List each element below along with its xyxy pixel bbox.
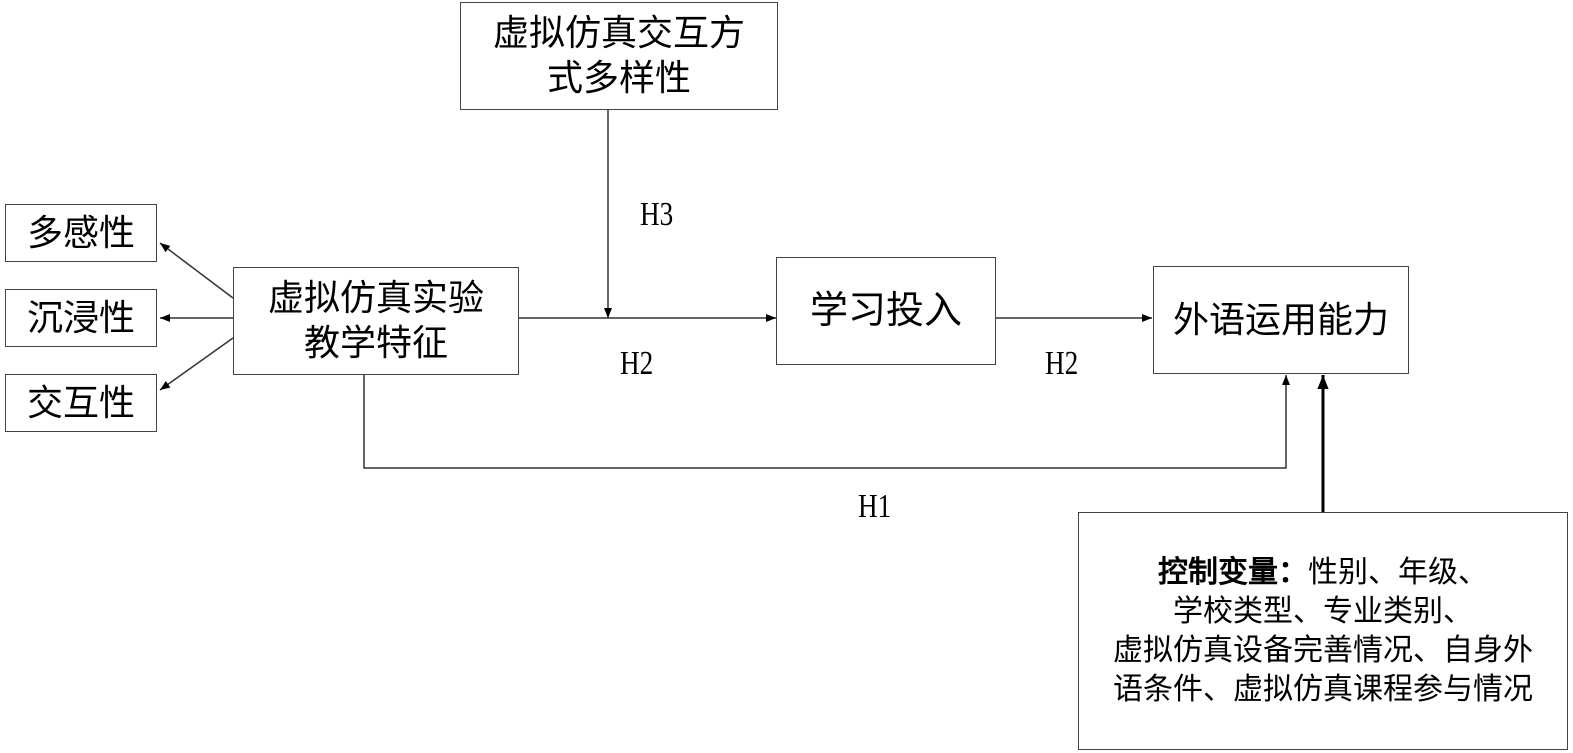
control-variables-line-1: 控制变量：性别、年级、 [1113, 553, 1533, 592]
node-teaching-features-line-1: 虚拟仿真实验 [267, 278, 484, 319]
edge-label-h1: H1 [858, 488, 892, 525]
node-interactivity-label: 交互性 [26, 382, 135, 424]
node-multisensory-label: 多感性 [26, 212, 135, 254]
node-immersion-label: 沉浸性 [26, 297, 135, 339]
control-variables-line-1-text: 性别、年级、 [1308, 555, 1488, 590]
node-multisensory: 多感性 [5, 204, 157, 262]
node-interaction-diversity-line-1: 虚拟仿真交互方 [492, 13, 745, 54]
node-immersion: 沉浸性 [5, 289, 157, 347]
node-language-ability-label: 外语运用能力 [1172, 299, 1389, 341]
arrow-h1-direct [363, 374, 1290, 469]
edge-label-h3: H3 [640, 196, 674, 233]
control-variables-title: 控制变量： [1158, 555, 1308, 590]
node-interactivity: 交互性 [5, 374, 157, 432]
node-teaching-features: 虚拟仿真实验 教学特征 [233, 267, 519, 375]
node-learning-engagement: 学习投入 [776, 257, 996, 365]
node-teaching-features-line-2: 教学特征 [303, 323, 448, 364]
edge-label-h2-right: H2 [1045, 345, 1079, 382]
control-variables-line-2: 学校类型、专业类别、 [1173, 594, 1473, 629]
arrow-to-multisensory [159, 242, 234, 299]
node-language-ability: 外语运用能力 [1153, 266, 1409, 374]
node-interaction-diversity: 虚拟仿真交互方 式多样性 [460, 2, 778, 110]
control-variables-line-4: 语条件、虚拟仿真课程参与情况 [1113, 672, 1533, 707]
node-learning-engagement-label: 学习投入 [809, 288, 962, 333]
arrow-to-interactivity [159, 337, 234, 391]
node-interaction-diversity-line-2: 式多样性 [546, 58, 691, 99]
edge-label-h2-left: H2 [620, 345, 654, 382]
control-variables-line-3: 虚拟仿真设备完善情况、自身外 [1113, 633, 1533, 668]
node-control-variables: 控制变量：性别、年级、 学校类型、专业类别、 虚拟仿真设备完善情况、自身外 语条… [1078, 512, 1568, 750]
